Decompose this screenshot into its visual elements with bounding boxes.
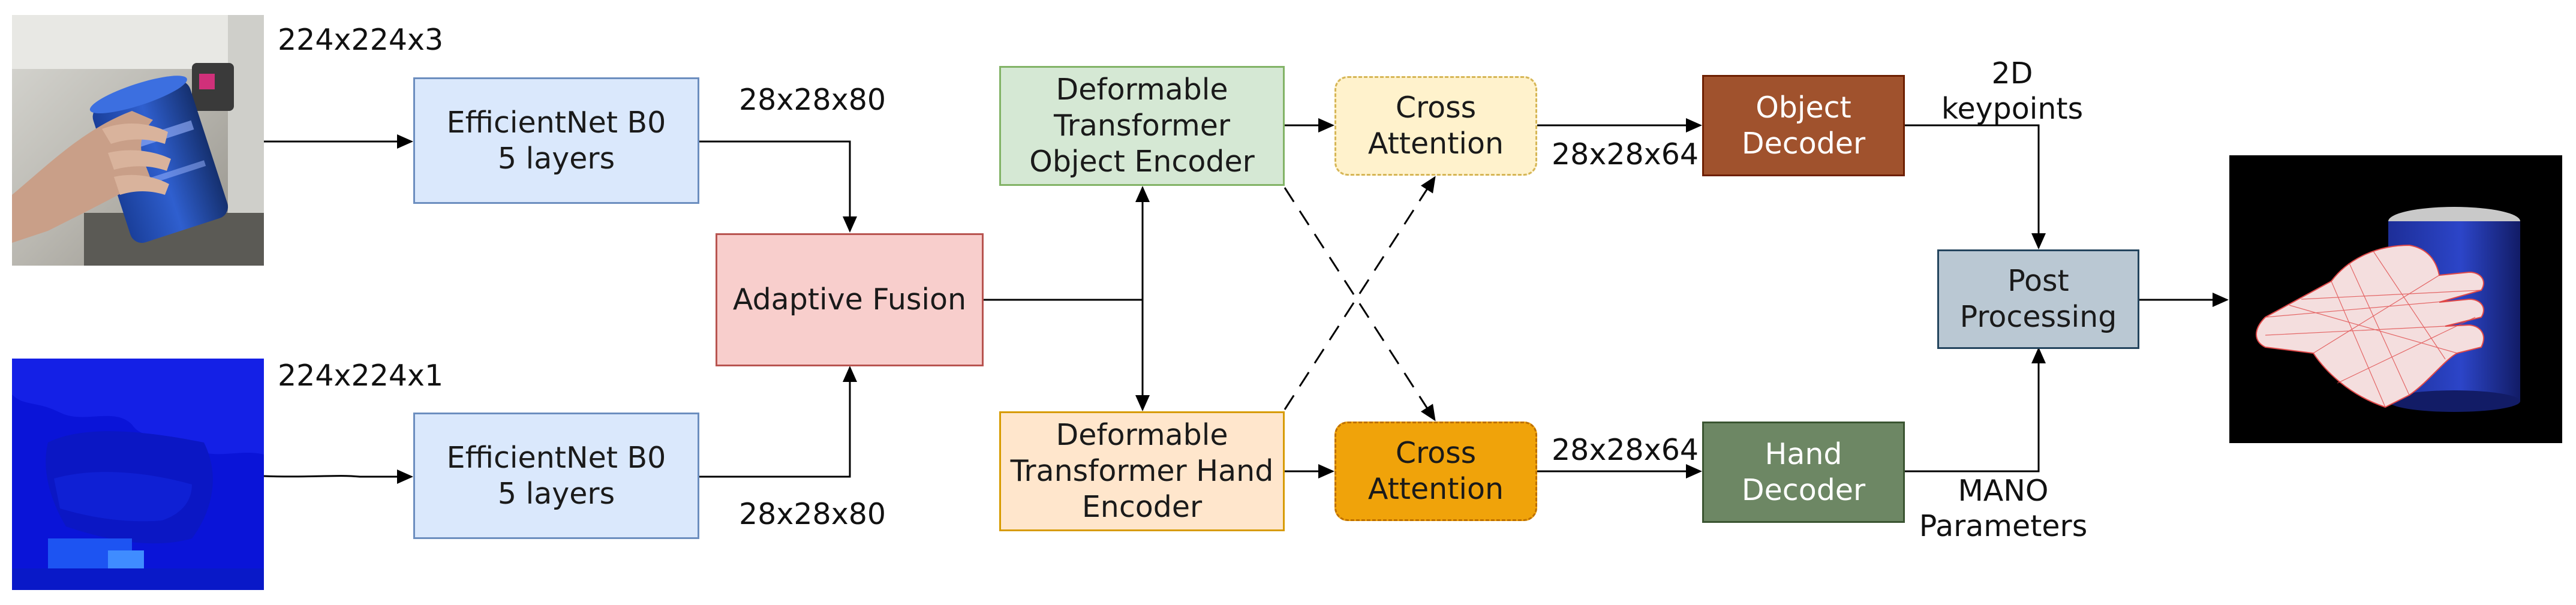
object-attention-dims-label: 28x28x64 xyxy=(1552,137,1699,171)
arrow-hand-encoder-to-object-attention xyxy=(1284,176,1436,410)
hand-cross-attention-box: Cross Attention xyxy=(1334,422,1537,521)
arrow-depth-to-backbone xyxy=(263,469,413,484)
object-cross-attention-box: Cross Attention xyxy=(1334,76,1537,176)
hand-attention-dims-label: 28x28x64 xyxy=(1552,433,1699,467)
depth-input-dims-label: 224x224x1 xyxy=(278,359,444,393)
depth-feature-dims-label: 28x28x80 xyxy=(739,497,886,531)
output-mesh-image xyxy=(2229,155,2562,443)
object-encoder-box: Deformable Transformer Object Encoder xyxy=(999,66,1285,186)
rgb-backbone-box: EfficientNet B0 5 layers xyxy=(413,77,699,204)
arrow-rgb-backbone-to-fusion xyxy=(699,140,857,233)
arrow-depth-backbone-to-fusion xyxy=(699,366,857,478)
depth-backbone-box: EfficientNet B0 5 layers xyxy=(413,413,699,539)
object-decoder-box: Object Decoder xyxy=(1702,75,1905,176)
object-output-label: 2D keypoints xyxy=(1941,56,2084,126)
post-processing-box: Post Processing xyxy=(1937,249,2139,349)
arrow-hand-decoder-to-post xyxy=(1905,347,2046,472)
arrow-object-decoder-to-post xyxy=(1905,124,2046,249)
arrow-object-encoder-to-hand-attention xyxy=(1284,187,1436,422)
rgb-input-dims-label: 224x224x3 xyxy=(278,23,444,57)
hand-decoder-box: Hand Decoder xyxy=(1702,422,1905,523)
hand-output-label: MANO Parameters xyxy=(1919,474,2088,543)
adaptive-fusion-box: Adaptive Fusion xyxy=(716,233,984,366)
depth-input-image xyxy=(12,359,264,590)
rgb-feature-dims-label: 28x28x80 xyxy=(739,83,886,117)
hand-encoder-box: Deformable Transformer Hand Encoder xyxy=(999,411,1285,531)
rgb-input-image xyxy=(12,15,264,266)
